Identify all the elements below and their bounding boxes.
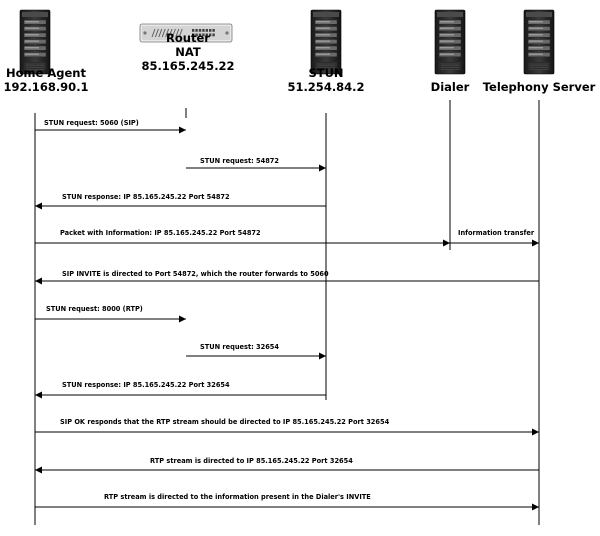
message-label: SIP OK responds that the RTP stream shou… [60, 418, 390, 426]
message-label: STUN request: 32654 [200, 343, 279, 351]
router-device-icon [139, 23, 233, 43]
message-label: Packet with Information: IP 85.165.245.2… [60, 229, 261, 237]
message-label: STUN request: 54872 [200, 157, 279, 165]
server-tower-icon [310, 9, 342, 75]
node-label-home-agent: Home Agent [6, 66, 86, 80]
message-label: SIP INVITE is directed to Port 54872, wh… [62, 270, 329, 278]
node-label-router: Router [166, 31, 210, 45]
node-label-router: 85.165.245.22 [141, 59, 234, 73]
server-tower-icon [523, 9, 555, 75]
message-label: STUN request: 8000 (RTP) [46, 305, 143, 313]
message-label: STUN request: 5060 (SIP) [44, 119, 139, 127]
node-label-stun: 51.254.84.2 [287, 80, 364, 94]
message-label: RTP stream is directed to IP 85.165.245.… [150, 457, 353, 465]
node-label-telephony: Telephony Server [483, 80, 596, 94]
node-label-dialer: Dialer [431, 80, 470, 94]
message-label: RTP stream is directed to the informatio… [104, 493, 371, 501]
message-label: STUN response: IP 85.165.245.22 Port 548… [62, 193, 230, 201]
node-label-home-agent: 192.168.90.1 [3, 80, 88, 94]
server-tower-icon [19, 9, 51, 75]
node-label-router: NAT [175, 45, 201, 59]
node-label-stun: STUN [308, 66, 343, 80]
message-label: Information transfer [458, 229, 535, 237]
message-label: STUN response: IP 85.165.245.22 Port 326… [62, 381, 230, 389]
server-tower-icon [434, 9, 466, 75]
